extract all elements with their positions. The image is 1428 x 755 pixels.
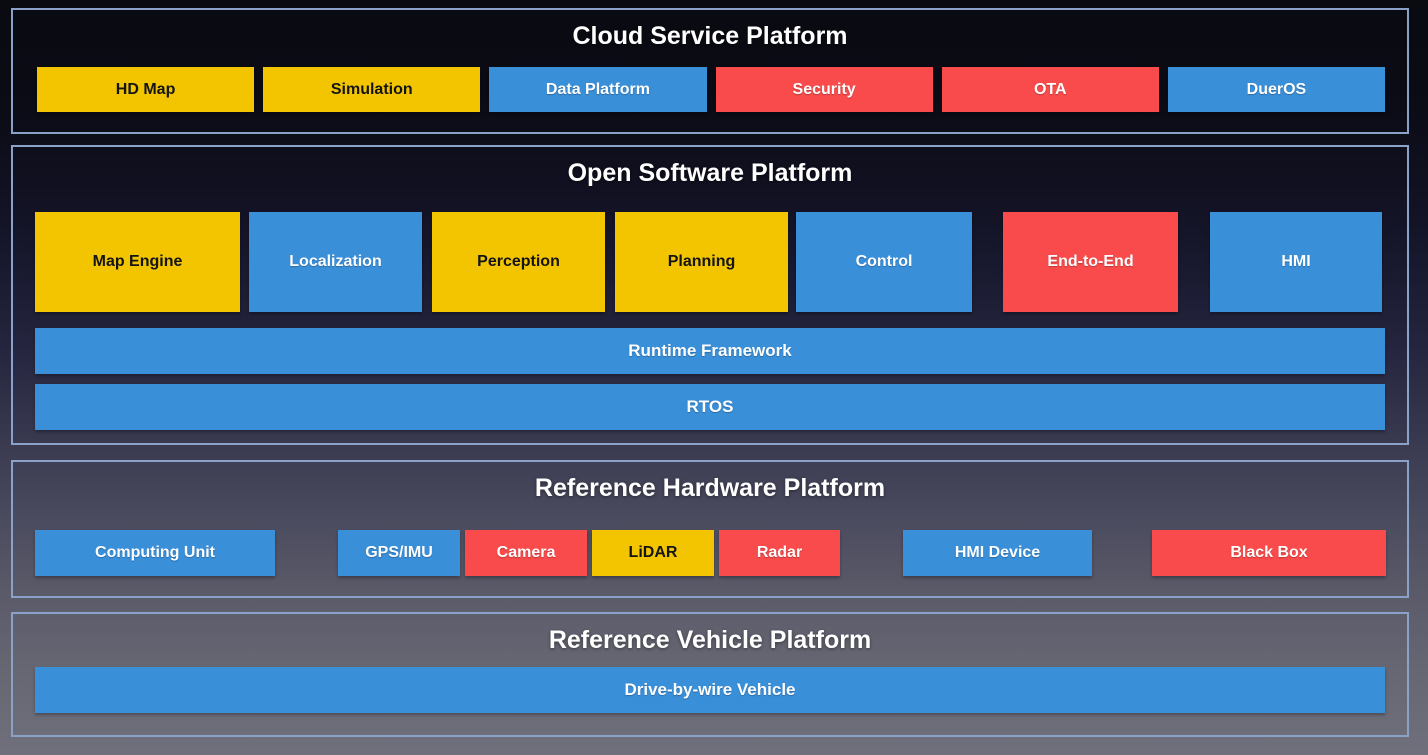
box-black-box: Black Box	[1152, 530, 1386, 576]
box-control: Control	[796, 212, 972, 312]
box-ota: OTA	[941, 67, 1159, 112]
box-hmi-device: HMI Device	[903, 530, 1092, 576]
box-planning: Planning	[615, 212, 788, 312]
cloud-service-box-row: HD Map Simulation Data Platform Security…	[37, 67, 1386, 112]
box-perception: Perception	[432, 212, 605, 312]
box-computing-unit: Computing Unit	[35, 530, 275, 576]
cloud-service-platform-title: Cloud Service Platform	[572, 22, 848, 50]
bar-runtime-framework: Runtime Framework	[35, 328, 1385, 374]
bar-drive-by-wire-vehicle: Drive-by-wire Vehicle	[35, 667, 1385, 713]
reference-hardware-platform-title: Reference Hardware Platform	[534, 474, 886, 502]
box-radar: Radar	[719, 530, 840, 576]
section-open-software-platform: Open Software Platform Map Engine Locali…	[11, 145, 1409, 445]
box-security: Security	[715, 67, 933, 112]
box-map-engine: Map Engine	[35, 212, 240, 312]
box-end-to-end: End-to-End	[1003, 212, 1178, 312]
box-lidar: LiDAR	[592, 530, 714, 576]
box-localization: Localization	[249, 212, 422, 312]
box-simulation: Simulation	[263, 67, 481, 112]
section-reference-hardware-platform: Reference Hardware Platform Computing Un…	[11, 460, 1409, 598]
box-gps-imu: GPS/IMU	[338, 530, 460, 576]
box-data-platform: Data Platform	[489, 67, 707, 112]
bar-rtos: RTOS	[35, 384, 1385, 430]
reference-vehicle-platform-title: Reference Vehicle Platform	[548, 626, 872, 654]
box-dueros: DuerOS	[1167, 67, 1386, 112]
box-camera: Camera	[465, 530, 587, 576]
section-cloud-service-platform: Cloud Service Platform HD Map Simulation…	[11, 8, 1409, 134]
box-hmi: HMI	[1210, 212, 1382, 312]
section-reference-vehicle-platform: Reference Vehicle Platform Drive-by-wire…	[11, 612, 1409, 737]
box-hd-map: HD Map	[37, 67, 255, 112]
open-software-platform-title: Open Software Platform	[567, 159, 853, 187]
